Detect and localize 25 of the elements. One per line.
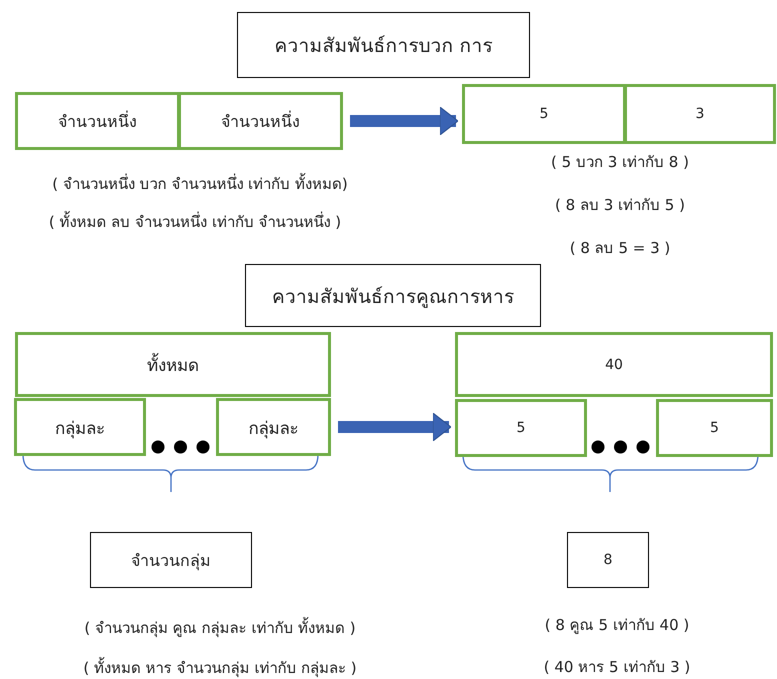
equation-text: ( จำนวนกลุ่ม คูณ กลุ่มละ เท่ากับ ทั้งหมด ): [84, 616, 356, 640]
title-box: ความสัมพันธ์การบวก การ: [237, 12, 530, 78]
equation-text: ( ทั้งหมด หาร จำนวนกลุ่ม เท่ากับ กลุ่มละ ): [83, 656, 357, 679]
quantity-box: กลุ่มละ: [216, 398, 331, 456]
result-box: จำนวนกลุ่ม: [90, 532, 252, 588]
quantity-box: 5: [656, 399, 773, 457]
equation-text: ( 5 บวก 3 เท่ากับ 8 ): [551, 152, 689, 173]
quantity-box: 5: [462, 84, 626, 144]
equation-text: ( ทั้งหมด ลบ จำนวนหนึ่ง เท่ากับ จำนวนหนึ่ง ): [48, 210, 342, 233]
quantity-box: 40: [455, 332, 773, 397]
equation-text: ( 8 คูณ 5 เท่ากับ 40 ): [544, 615, 690, 636]
block-arrow: [338, 412, 452, 442]
quantity-box: จำนวนหนึ่ง: [15, 92, 180, 150]
title-box: ความสัมพันธ์การคูณการหาร: [245, 264, 541, 327]
result-box: 8: [567, 532, 649, 588]
equation-text: ( 8 ลบ 5 = 3 ): [570, 238, 670, 259]
quantity-box: 5: [455, 399, 587, 457]
equation-text: ( 8 ลบ 3 เท่ากับ 5 ): [555, 195, 685, 216]
quantity-box: 3: [624, 84, 776, 144]
quantity-box: กลุ่มละ: [14, 398, 146, 456]
quantity-box: จำนวนหนึ่ง: [178, 92, 343, 150]
quantity-box: ทั้งหมด: [15, 332, 331, 397]
equation-text: ( 40 หาร 5 เท่ากับ 3 ): [544, 657, 690, 678]
block-arrow: [350, 106, 458, 136]
equation-text: ( จำนวนหนึ่ง บวก จำนวนหนึ่ง เท่ากับ ทั้งหมด): [52, 172, 348, 195]
